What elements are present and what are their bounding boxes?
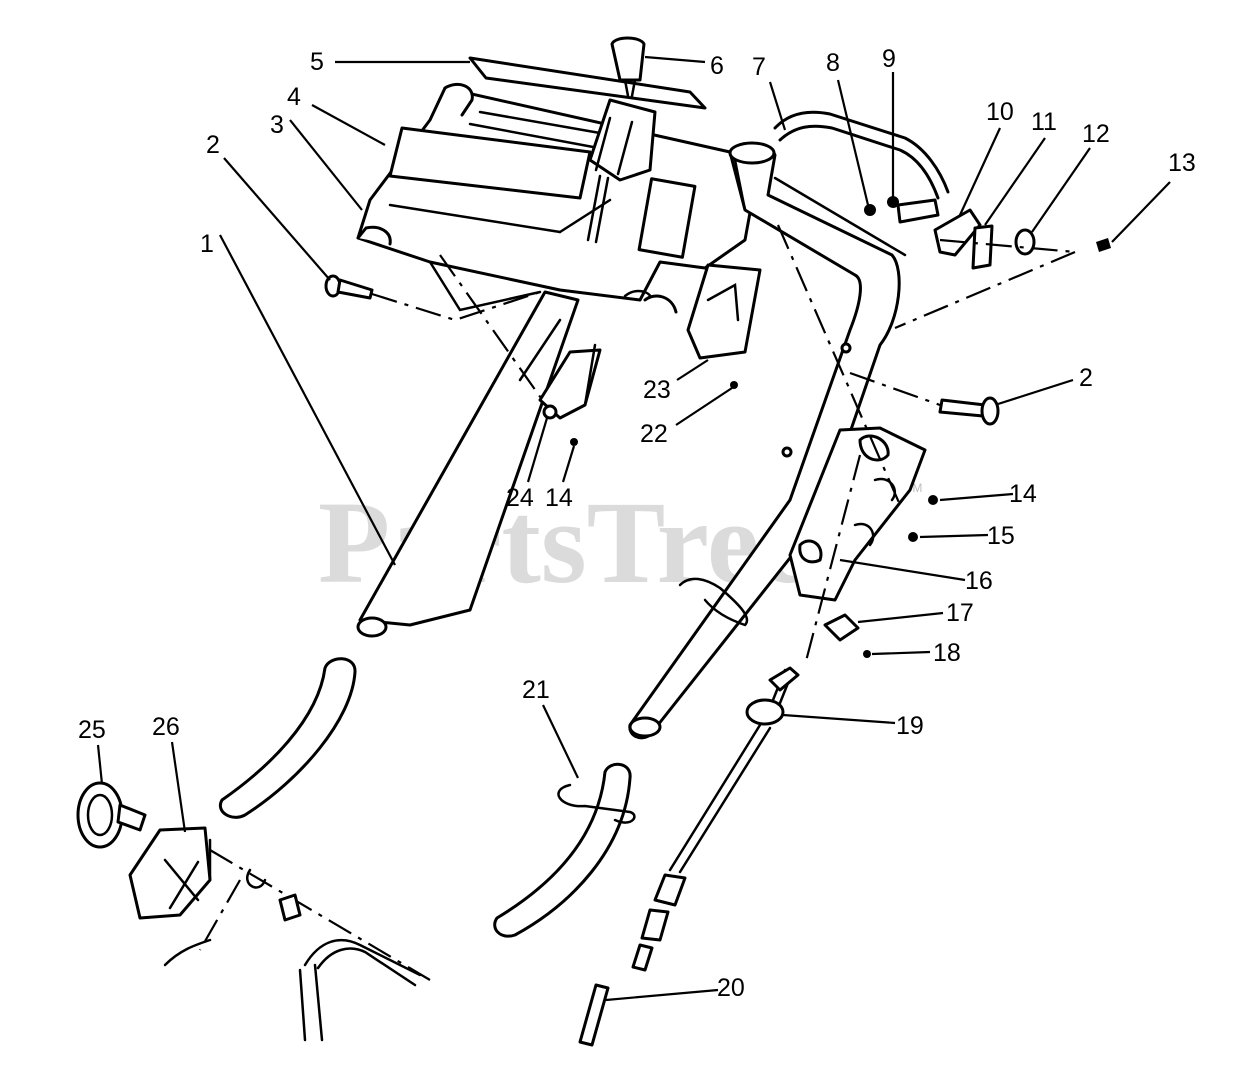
callout-9: 9 — [882, 45, 896, 73]
callout-14-left: 14 — [545, 484, 573, 512]
fitting-24 — [542, 404, 558, 420]
callout-10: 10 — [986, 98, 1014, 126]
control-panel — [356, 83, 762, 314]
knob-and-bracket — [76, 781, 212, 920]
screw-14-left — [570, 438, 578, 446]
left-lower-tube — [218, 657, 357, 819]
callout-15: 15 — [987, 522, 1015, 550]
shift-lever — [586, 36, 657, 244]
callout-11: 11 — [1031, 108, 1057, 136]
callout-23: 23 — [643, 376, 671, 404]
callout-22: 22 — [640, 420, 668, 448]
callout-1: 1 — [200, 230, 214, 258]
callout-8: 8 — [826, 49, 840, 77]
bolt-left — [324, 274, 541, 322]
callout-20: 20 — [717, 974, 745, 1002]
screw-18 — [863, 650, 871, 658]
leader-lines — [96, 55, 1171, 1002]
hardware-cluster — [864, 196, 1111, 330]
callout-25: 25 — [78, 716, 106, 744]
cable-lever — [823, 613, 860, 642]
bolt-right — [849, 371, 1000, 426]
callout-12: 12 — [1082, 120, 1110, 148]
callout-26: 26 — [152, 713, 180, 741]
callout-7: 7 — [752, 53, 766, 81]
cable-clip — [557, 783, 636, 824]
screw-22 — [730, 381, 738, 389]
callout-19: 19 — [896, 712, 924, 740]
left-upper-tube — [356, 290, 602, 638]
callout-13: 13 — [1168, 149, 1196, 177]
callout-21: 21 — [522, 676, 550, 704]
panel-plate — [468, 56, 707, 110]
cable-end-spring — [578, 983, 610, 1047]
callout-5: 5 — [310, 48, 324, 76]
callout-18: 18 — [933, 639, 961, 667]
center-lower-tube — [493, 762, 632, 938]
callout-6: 6 — [710, 52, 724, 80]
screw-14-right — [928, 495, 938, 505]
panel-bracket — [686, 263, 762, 360]
control-cable — [631, 666, 800, 972]
callout-24: 24 — [506, 484, 534, 512]
callout-16: 16 — [965, 567, 993, 595]
callout-3: 3 — [270, 111, 284, 139]
decal-strip — [388, 126, 592, 200]
screw-15 — [908, 532, 918, 542]
callout-17: 17 — [946, 599, 974, 627]
lower-cable-linkage — [163, 849, 431, 1042]
callout-14-right: 14 — [1009, 480, 1037, 508]
callout-4: 4 — [287, 83, 301, 111]
callout-2-right: 2 — [1079, 364, 1093, 392]
callout-2-left: 2 — [206, 131, 220, 159]
